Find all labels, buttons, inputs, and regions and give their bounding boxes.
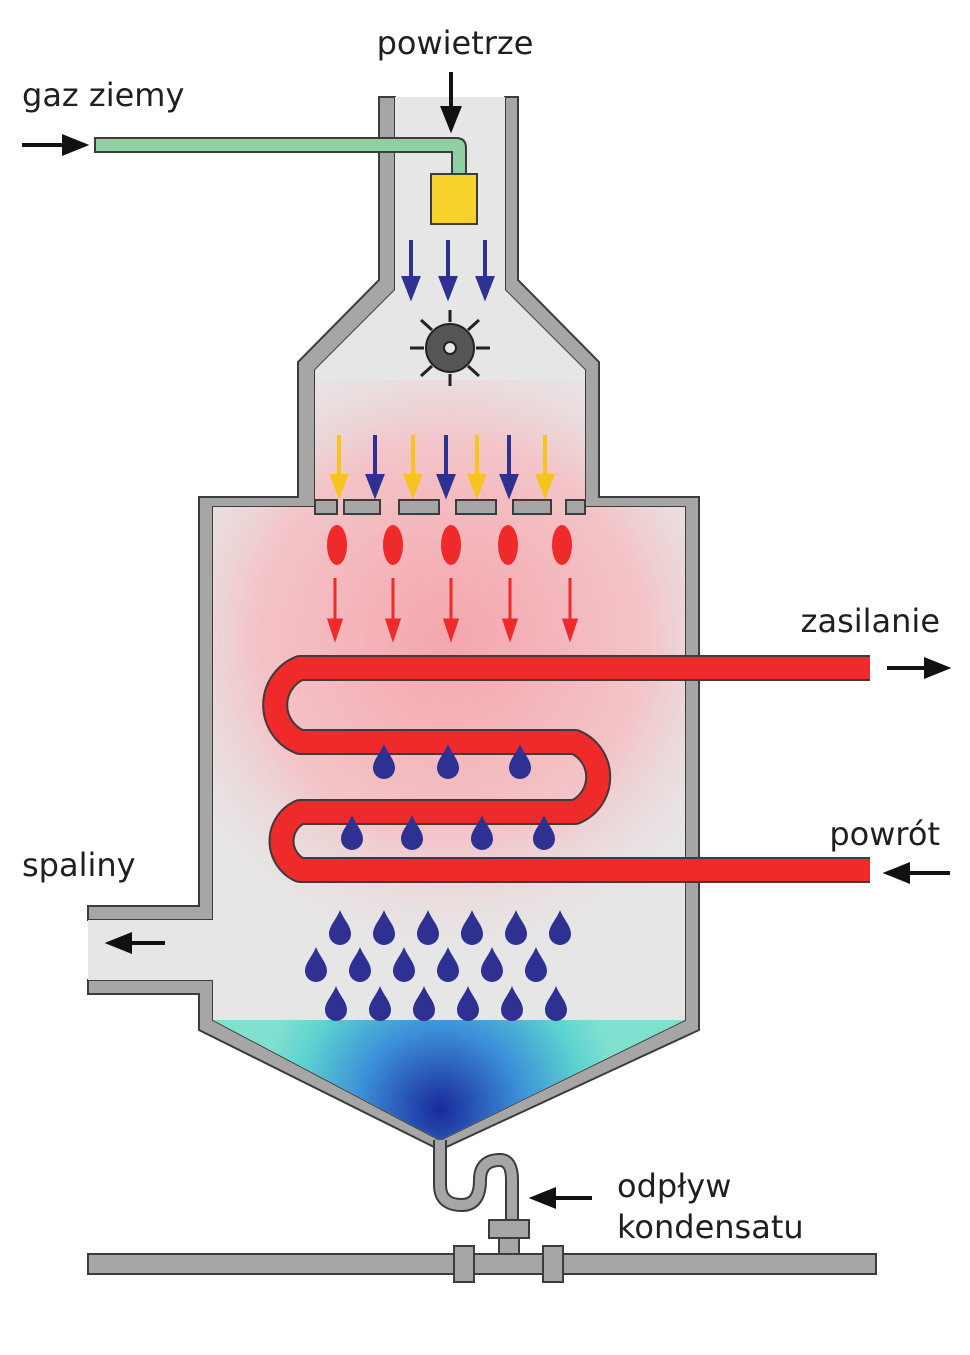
- burner-plate: [314, 499, 586, 515]
- condensate-droplets: [305, 744, 571, 1021]
- gas-pipe: [94, 137, 467, 175]
- droplet: [545, 986, 567, 1021]
- droplet: [501, 986, 523, 1021]
- supply-outlet-arrow: [887, 657, 952, 679]
- droplet: [437, 744, 459, 779]
- droplet: [549, 910, 571, 945]
- supply-label: zasilanie: [801, 602, 940, 640]
- sewer-pipe: [87, 1253, 877, 1275]
- droplet: [481, 947, 503, 982]
- air-label: powietrze: [377, 24, 534, 62]
- mixture-arrows: [329, 435, 555, 500]
- droplet: [349, 947, 371, 982]
- droplet: [533, 815, 555, 850]
- droplet: [341, 815, 363, 850]
- droplet: [373, 910, 395, 945]
- return-inlet-arrow: [882, 862, 950, 884]
- hot-gas-arrows: [326, 578, 579, 643]
- droplet: [461, 910, 483, 945]
- droplet: [369, 986, 391, 1021]
- droplet: [457, 986, 479, 1021]
- pipe-coupling-left: [453, 1245, 475, 1283]
- flue-gas-arrow: [104, 932, 165, 954]
- natural-gas-label: gaz ziemy: [22, 76, 184, 114]
- flames: [327, 525, 572, 565]
- gas-inlet-arrow: [22, 134, 90, 156]
- droplet: [505, 910, 527, 945]
- droplet: [525, 947, 547, 982]
- droplet: [373, 744, 395, 779]
- return-label: powrót: [829, 815, 940, 853]
- burner: [430, 173, 478, 225]
- droplet: [437, 947, 459, 982]
- air-flow-arrows: [401, 240, 495, 302]
- droplet: [393, 947, 415, 982]
- drain-fitting: [488, 1219, 530, 1239]
- droplet: [401, 815, 423, 850]
- condensate-drain-label-line1: odpływ: [617, 1167, 731, 1205]
- pipe-coupling-right: [542, 1245, 564, 1283]
- condensate-arrow: [528, 1187, 592, 1209]
- droplet: [413, 986, 435, 1021]
- droplet: [471, 815, 493, 850]
- droplet: [305, 947, 327, 982]
- droplet: [417, 910, 439, 945]
- condensate-drain-label-line2: kondensatu: [617, 1208, 804, 1246]
- droplet: [329, 910, 351, 945]
- flue-gas-label: spaliny: [22, 846, 136, 884]
- air-inlet-arrow: [440, 72, 462, 134]
- droplet: [325, 986, 347, 1021]
- droplet: [509, 744, 531, 779]
- fan-icon: [410, 310, 490, 386]
